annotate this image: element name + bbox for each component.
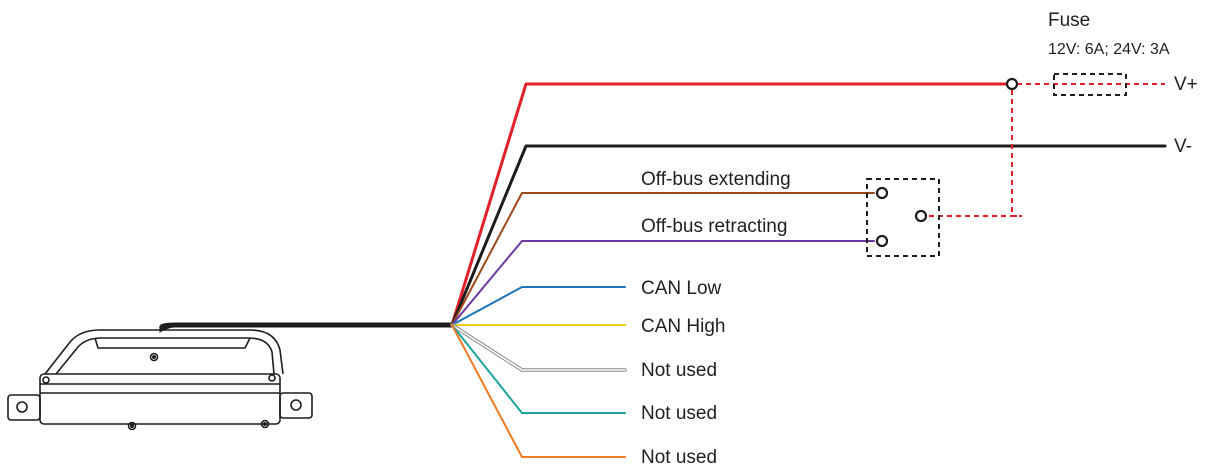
wire-red: [450, 82, 1008, 327]
vplus-label: V+: [1174, 74, 1198, 95]
external-connections: [929, 83, 1165, 217]
vminus-label: V-: [1174, 136, 1192, 157]
terminal-vplus-junction: [1005, 77, 1019, 91]
fuse-symbol: [1053, 73, 1127, 96]
switch-feed-line: [1011, 90, 1022, 217]
screw: [42, 376, 50, 384]
switch-symbol: [866, 178, 940, 257]
off-bus-extending-label: Off-bus extending: [641, 169, 791, 190]
screw: [127, 421, 137, 431]
fuse-rating: 12V: 6A; 24V: 3A: [1048, 41, 1170, 58]
right-mount: [279, 392, 313, 419]
not-used-label-1: Not used: [641, 360, 717, 381]
not-used-label-3: Not used: [641, 447, 717, 467]
wire-purple: [451, 240, 875, 326]
wire-green: [451, 324, 626, 414]
terminal-common: [914, 209, 928, 223]
fuse-title: Fuse: [1048, 10, 1090, 31]
actuator-device: [7, 322, 453, 431]
can-high-label: CAN High: [641, 316, 725, 337]
actuator-handle: [44, 329, 284, 375]
labels: Fuse 12V: 6A; 24V: 3A V+ V- Off-bus exte…: [641, 10, 1198, 467]
screw: [149, 352, 159, 362]
can-low-label: CAN Low: [641, 278, 722, 299]
wire-white: [450, 323, 627, 372]
wire-orange: [451, 324, 626, 458]
terminal-retracting: [875, 234, 889, 248]
screw: [260, 419, 270, 429]
screw: [268, 374, 276, 382]
actuator-body: [39, 373, 281, 425]
terminals: [875, 77, 1019, 248]
wires: [450, 82, 1167, 458]
off-bus-retracting-label: Off-bus retracting: [641, 216, 787, 237]
terminal-extending: [875, 186, 889, 200]
left-mount: [7, 394, 41, 421]
not-used-label-2: Not used: [641, 403, 717, 424]
wire-black: [450, 144, 1167, 327]
wire-blue: [451, 286, 626, 326]
wire-brown: [451, 192, 875, 326]
